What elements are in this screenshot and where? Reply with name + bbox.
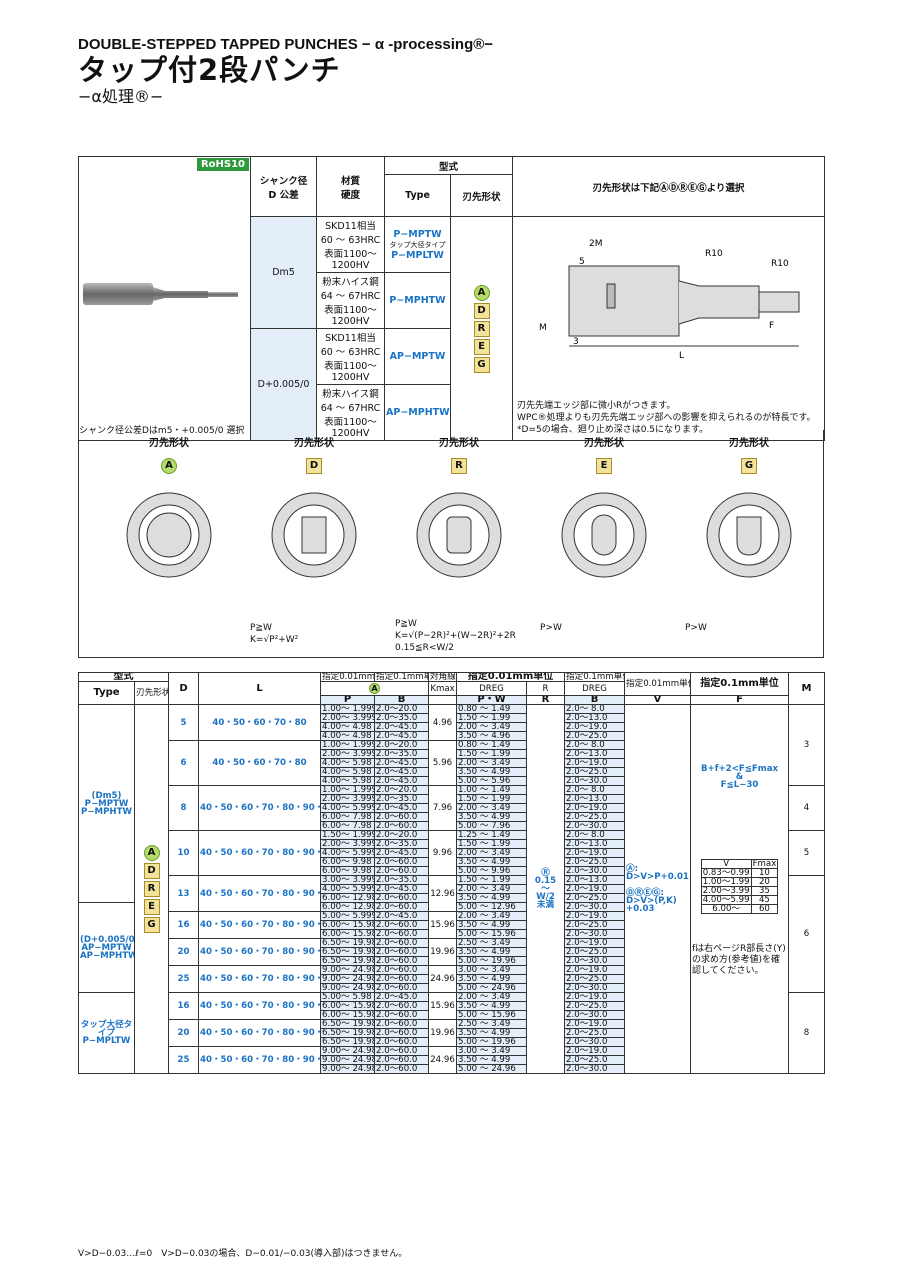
rohs-badge: RoHS10 xyxy=(196,158,249,171)
page-header: DOUBLE-STEPPED TAPPED PUNCHES − α -proce… xyxy=(78,36,493,107)
type-group: (Dm5) P−MPTW P−MPHTW xyxy=(78,704,135,903)
katashiki-header: 型式 xyxy=(383,156,514,175)
shape-panel-g: 刃先形状 G P>W xyxy=(679,430,819,658)
svg-text:2M: 2M xyxy=(589,239,603,249)
table-row: 840・50・60・70・80・90・1001.00～ 1.9992.0～20.… xyxy=(79,785,826,831)
shape-e-drawing xyxy=(561,492,647,578)
material-cell: SKD11相当 60 ～ 63HRC 表面1100～1200HV xyxy=(316,216,385,273)
shape-panel-a: 刃先形状 A xyxy=(99,430,239,658)
material-cell: 粉末ハイス鋼 64 ～ 67HRC 表面1100～1200HV xyxy=(316,272,385,329)
product-image-cell: RoHS10 シャンク径公差Dはm5・+0.005/0 選択 xyxy=(78,156,251,441)
type-header: Type xyxy=(384,174,451,217)
shape-d-drawing xyxy=(271,492,357,578)
shape-g-icon: G xyxy=(473,356,490,373)
shape-e-icon: E xyxy=(473,338,490,355)
shape-e-icon: E xyxy=(596,458,612,474)
shape-panel-e: 刃先形状 E P>W xyxy=(534,430,674,658)
table-row: タップ大径タイプ P−MPLTW1640・50・60・70・80・90・1005… xyxy=(78,992,826,1074)
shape-d-icon: D xyxy=(473,302,490,319)
shape-r-drawing xyxy=(416,492,502,578)
type-group: (D+0.005/0) AP−MPTW AP−MPHTW xyxy=(78,902,135,993)
type-group: タップ大径タイプ P−MPLTW xyxy=(78,992,135,1074)
shape-notes: 刃先先端エッジ部に微小Rがつきます。 WPC®処理よりも刃先先端エッジ部への影響… xyxy=(517,401,816,435)
shape-a-icon: A xyxy=(473,284,490,301)
svg-text:M: M xyxy=(539,323,547,333)
svg-text:L: L xyxy=(679,351,684,361)
title-en: DOUBLE-STEPPED TAPPED PUNCHES − α -proce… xyxy=(78,36,494,53)
type-cell: P−MPHTW xyxy=(384,272,451,329)
svg-text:5: 5 xyxy=(579,257,585,267)
title-ja: タップ付2段パンチ xyxy=(78,53,341,87)
r-column: Ⓡ 0.15 ～ W/2 未満 xyxy=(525,704,566,1074)
shape-r-icon: R xyxy=(473,320,490,337)
shape-list: A D R E G xyxy=(449,216,514,441)
shape-header: 刃先形状 xyxy=(449,174,514,217)
svg-text:R10: R10 xyxy=(771,259,789,269)
type-cell: AP−MPHTW xyxy=(384,384,451,441)
d-tol: D+0.005/0 xyxy=(250,328,317,441)
shape-d-icon: D xyxy=(306,458,322,474)
subtitle: −α処理®− xyxy=(78,87,164,106)
shank-note: シャンク径公差Dはm5・+0.005/0 選択 xyxy=(79,426,245,436)
d-m5: Dm5 xyxy=(250,216,317,329)
type-cell: AP−MPTW xyxy=(384,328,451,385)
shank-header: シャンク径 D 公差 xyxy=(250,156,317,217)
spec-table: RoHS10 シャンク径公差Dはm5・+0.005/0 選択 シャンク径 D 公… xyxy=(78,156,826,441)
shape-a-icon: A xyxy=(161,458,177,474)
svg-text:F: F xyxy=(769,321,774,331)
material-cell: 粉末ハイス鋼 64 ～ 67HRC 表面1100～1200HV xyxy=(316,384,385,441)
svg-text:3: 3 xyxy=(573,337,579,347)
shape-r-icon: R xyxy=(451,458,467,474)
material-cell: SKD11相当 60 ～ 63HRC 表面1100～1200HV xyxy=(316,328,385,385)
shape-g-icon: G xyxy=(741,458,757,474)
footer-note: V>D−0.03…ℓ=0 V>D−0.03の場合、D−0.01/−0.03(導入… xyxy=(78,1249,408,1259)
select-header: 刃先形状は下記ⒶⒹⓇⒺⒼより選択 xyxy=(512,156,826,217)
material-header: 材質 硬度 xyxy=(316,156,385,217)
v-column: Ⓐ: D>V>P+0.01 ⒹⓇⒺⒼ: D>V>(P,K) +0.03 xyxy=(624,704,692,1074)
shape-a-drawing xyxy=(126,492,212,578)
shape-g-drawing xyxy=(706,492,792,578)
svg-text:R10: R10 xyxy=(705,249,723,259)
punch-image xyxy=(83,283,238,305)
